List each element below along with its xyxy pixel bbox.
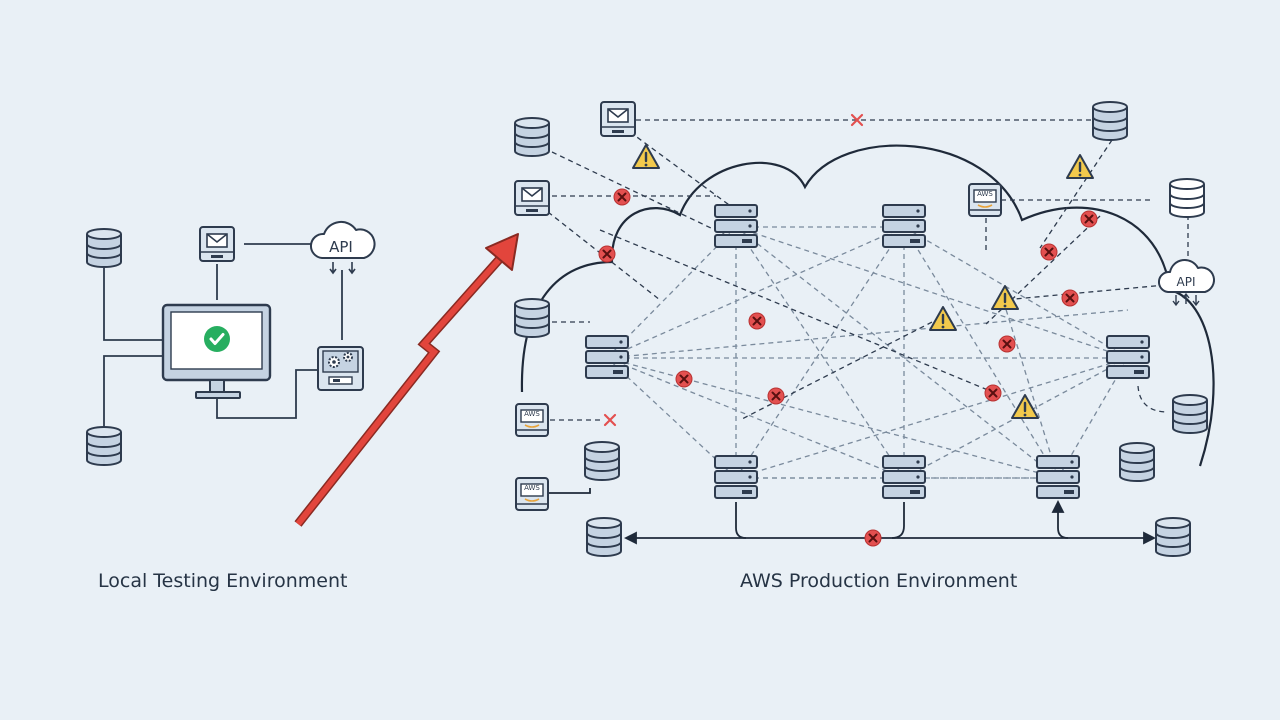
database-icon (514, 117, 550, 157)
aws-environment-caption: AWS Production Environment (740, 570, 1018, 592)
database-icon (1172, 394, 1208, 434)
gear-device-icon (317, 346, 364, 391)
database-icon (1155, 517, 1191, 557)
migration-arrow (294, 233, 519, 527)
database-icon (1092, 101, 1128, 141)
api-label: API (329, 238, 353, 256)
server-rack-icon (585, 335, 629, 379)
aws-device-icon: AWS (515, 403, 549, 437)
aws-badge-label: AWS (977, 190, 993, 198)
x-circle-icon (1040, 243, 1058, 261)
x-mark-icon (603, 413, 617, 427)
aws-api-cloud-icon: API (1158, 258, 1215, 307)
aws-api-label: API (1177, 275, 1196, 289)
x-circle-icon (1061, 289, 1079, 307)
server-rack-icon (1106, 335, 1150, 379)
local-database-bottom (86, 426, 122, 466)
database-icon (1119, 442, 1155, 482)
local-mail-server-icon (199, 226, 235, 262)
local-connectors (103, 243, 343, 426)
x-circle-icon (984, 384, 1002, 402)
database-icon (514, 298, 550, 338)
local-api-cloud-icon: API (310, 220, 376, 275)
warning-triangle-icon (1065, 153, 1095, 180)
desktop-monitor-icon (161, 303, 272, 399)
aws-device-icon: AWS (968, 183, 1002, 217)
server-rack-icon (882, 455, 926, 499)
x-circle-icon (864, 529, 882, 547)
server-rack-icon (882, 204, 926, 248)
server-rack-icon (714, 204, 758, 248)
aws-environment: AWS AWS AWS API (514, 101, 1215, 557)
checkmark-circle-icon (204, 326, 230, 352)
x-circle-icon (748, 312, 766, 330)
x-circle-icon (1080, 210, 1098, 228)
x-circle-icon (598, 245, 616, 263)
local-database-top (86, 228, 122, 268)
database-icon (584, 441, 620, 481)
local-environment: API (86, 220, 376, 466)
server-rack-icon (1036, 455, 1080, 499)
aws-device-icon: AWS (515, 477, 549, 511)
mail-server-icon (600, 101, 636, 137)
aws-badge-label: AWS (524, 484, 540, 492)
mail-server-icon (514, 180, 550, 216)
local-environment-caption: Local Testing Environment (98, 570, 348, 592)
database-icon (586, 517, 622, 557)
warning-triangle-icon (928, 305, 958, 332)
aws-badge-label: AWS (524, 410, 540, 418)
x-circle-icon (675, 370, 693, 388)
database-icon (1169, 178, 1205, 218)
server-rack-icon (714, 455, 758, 499)
x-circle-icon (998, 335, 1016, 353)
x-circle-icon (767, 387, 785, 405)
bottom-bus (548, 488, 1157, 545)
warning-triangle-icon (631, 143, 661, 170)
x-circle-icon (613, 188, 631, 206)
